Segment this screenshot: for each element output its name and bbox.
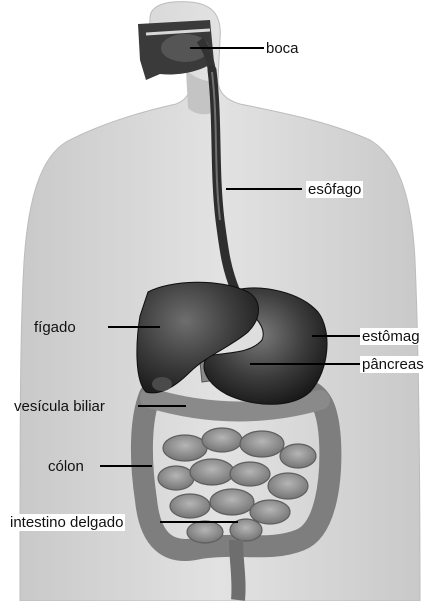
label-boca: boca [264,40,301,57]
label-pancreas: pâncreas [360,356,426,373]
label-estomago: estômag [360,328,422,345]
label-intestino: intestino delgado [8,514,125,531]
label-colon: cólon [48,458,84,475]
label-figado: fígado [34,319,76,336]
gallbladder-organ [152,377,172,391]
rectum [236,540,239,600]
label-vesicula: vesícula biliar [14,398,105,415]
label-esofago: esôfago [306,181,363,198]
